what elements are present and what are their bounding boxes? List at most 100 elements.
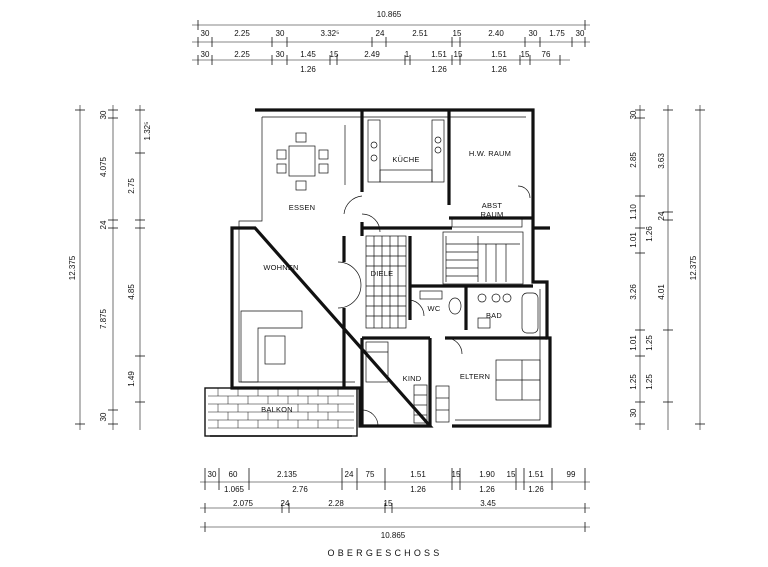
- dimension-label: 2.75: [127, 178, 136, 194]
- abst-raum-shelf: [451, 218, 523, 228]
- dimension-label: 15: [384, 499, 393, 508]
- dimension-label: 1.51: [491, 50, 507, 59]
- kind-furniture: [365, 341, 428, 424]
- dimension-label: 30: [99, 110, 108, 119]
- dimension-label: 75: [366, 470, 375, 479]
- right-dimension-chains: 30 2.85 1.10 1.01 3.26 1.01 1.25 30 1.26…: [629, 105, 705, 430]
- dimension-label: 4.01: [657, 284, 666, 300]
- dimension-label: 2.075: [233, 499, 254, 508]
- dimension-label: 15: [330, 50, 339, 59]
- dimension-label: 2.135: [277, 470, 298, 479]
- doors: [337, 185, 531, 427]
- dimension-label: 3.32⁵: [321, 29, 340, 38]
- dimension-label: 2.49: [364, 50, 380, 59]
- dining-table-group: [276, 125, 346, 191]
- dimension-label: 1.26: [410, 485, 426, 494]
- kitchen-counter: [367, 119, 445, 183]
- dimension-label: 1.90: [479, 470, 495, 479]
- dimension-label: 30: [276, 29, 285, 38]
- dimension-label: 15: [452, 470, 461, 479]
- dimension-label: 24: [345, 470, 354, 479]
- dimension-label: 1.51: [528, 470, 544, 479]
- eltern-furniture: [435, 359, 541, 423]
- dimension-label: 15: [453, 29, 462, 38]
- room-label-abst-raum-line2: RAUM: [481, 210, 504, 219]
- dimension-label: 30: [201, 29, 210, 38]
- diele-tile-grid: [365, 235, 407, 329]
- dimension-label: 3.45: [480, 499, 496, 508]
- dimension-label: 4.85: [127, 284, 136, 300]
- dimension-label: 24: [99, 220, 108, 229]
- bottom-dimension-chains: 30 60 2.135 24 75 1.51 15 1.90 15 1.51 9…: [200, 468, 590, 540]
- dimension-label: 1.26: [528, 485, 544, 494]
- dimension-label: 76: [542, 50, 551, 59]
- dimension-label: 1.25: [629, 374, 638, 390]
- dimension-label: 30: [529, 29, 538, 38]
- dimension-label: 1.49: [127, 371, 136, 387]
- room-label-kind: KIND: [403, 374, 422, 383]
- dimension-label: 1.25: [645, 374, 654, 390]
- room-label-wohnen: WOHNEN: [263, 263, 298, 272]
- dimension-label: 3.63: [657, 153, 666, 169]
- dimension-label: 1.45: [300, 50, 316, 59]
- dimension-label: 1.32⁵: [143, 122, 152, 141]
- dimension-label: 1.01: [629, 232, 638, 248]
- dimension-label: 30: [201, 50, 210, 59]
- dimension-label: 1: [405, 50, 410, 59]
- dimension-label: 30: [208, 470, 217, 479]
- dimension-label: 1.065: [224, 485, 245, 494]
- room-label-wc: WC: [428, 304, 441, 313]
- top-overall-dimension: 10.865: [377, 10, 402, 19]
- room-label-diele: DIELE: [371, 269, 394, 278]
- left-overall-dimension: 12.375: [68, 255, 77, 280]
- dimension-label: 4.075: [99, 156, 108, 177]
- dimension-label: 2.25: [234, 50, 250, 59]
- right-overall-dimension: 12.375: [689, 255, 698, 280]
- left-dimension-chains: 12.375 30 4.075 24 7.875 30 1.32⁵ 2.75 4…: [68, 105, 152, 430]
- dimension-label: 1.26: [645, 226, 654, 242]
- bottom-overall-dimension: 10.865: [381, 531, 406, 540]
- dimension-label: 30: [576, 29, 585, 38]
- dimension-label: 1.26: [491, 65, 507, 74]
- room-label-essen: ESSEN: [289, 203, 315, 212]
- stairs: [445, 236, 520, 282]
- dimension-label: 1.51: [410, 470, 426, 479]
- dimension-label: 1.26: [300, 65, 316, 74]
- room-label-kueche: KÜCHE: [392, 155, 419, 164]
- room-label-bad: BAD: [486, 311, 502, 320]
- dimension-label: 2.76: [292, 485, 308, 494]
- dimension-label: 3.26: [629, 284, 638, 300]
- dimension-label: 1.75: [549, 29, 565, 38]
- sofa: [240, 310, 303, 383]
- room-label-balkon: BALKON: [261, 405, 293, 414]
- dimension-label: 1.25: [645, 335, 654, 351]
- room-label-eltern: ELTERN: [460, 372, 490, 381]
- dimension-label: 30: [99, 412, 108, 421]
- dimension-label: 24: [281, 499, 290, 508]
- dimension-label: 1.26: [431, 65, 447, 74]
- dimension-label: 1.51: [431, 50, 447, 59]
- dimension-label: 24: [376, 29, 385, 38]
- wc-fixtures: [419, 290, 462, 315]
- dimension-label: 99: [567, 470, 576, 479]
- room-label-abst-raum: ABST: [482, 201, 503, 210]
- dimension-label: 1.10: [629, 204, 638, 220]
- dimension-label: 30: [629, 110, 638, 119]
- dimension-label: 1.01: [629, 335, 638, 351]
- dimension-label: 2.85: [629, 152, 638, 168]
- room-label-hw-raum: H.W. RAUM: [469, 149, 511, 158]
- dimension-label: 2.28: [328, 499, 344, 508]
- balcony: [204, 387, 358, 437]
- dimension-label: 30: [276, 50, 285, 59]
- room-labels: ESSEN KÜCHE H.W. RAUM ABST RAUM WOHNEN D…: [261, 149, 511, 414]
- top-dimension-chains: 10.865 30 2.25 30 3.32⁵ 24 2.51 15 2.40 …: [192, 10, 590, 74]
- dimension-label: 2.40: [488, 29, 504, 38]
- dimension-label: 24: [657, 211, 666, 220]
- dimension-label: 2.51: [412, 29, 428, 38]
- dimension-label: 2.25: [234, 29, 250, 38]
- dimension-label: 15: [521, 50, 530, 59]
- interior-walls: [342, 110, 547, 426]
- dimension-label: 7.875: [99, 308, 108, 329]
